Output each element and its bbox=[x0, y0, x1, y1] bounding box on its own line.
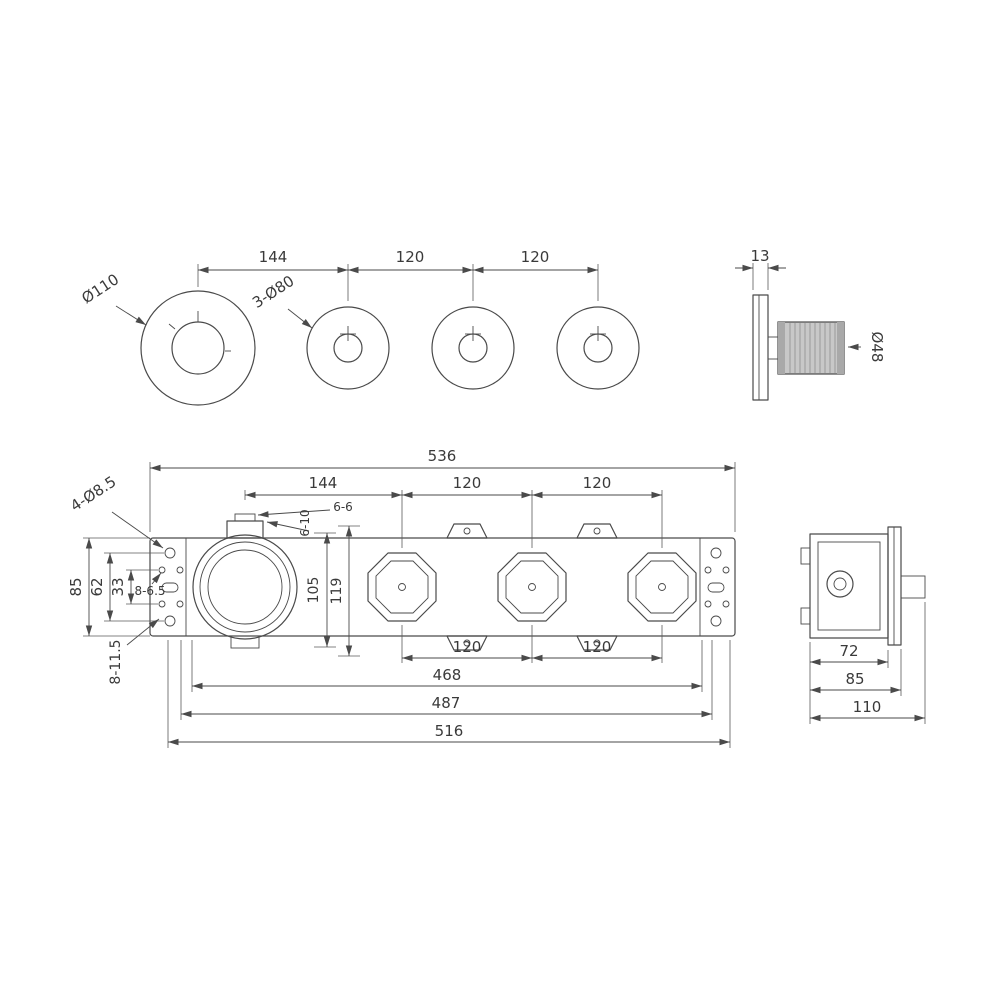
valve-body-1 bbox=[367, 552, 437, 622]
trim-knob-dia48-label: Ø48 bbox=[868, 332, 886, 363]
slots-8-11-5-label: 8-11.5 bbox=[108, 639, 124, 684]
depth-110-label: 110 bbox=[853, 698, 882, 716]
depth-72-label: 72 bbox=[839, 642, 858, 660]
depth-85-label: 85 bbox=[845, 670, 864, 688]
valve-stem-side bbox=[900, 575, 926, 599]
trim-spacing-144-label: 144 bbox=[259, 248, 288, 266]
body-spacing-144-label: 144 bbox=[309, 474, 338, 492]
port-tabs bbox=[446, 523, 618, 651]
trim-spacing-120b-label: 120 bbox=[521, 248, 550, 266]
trim-spacing-120a-label: 120 bbox=[396, 248, 425, 266]
trim-3dia80-label: 3-Ø80 bbox=[249, 272, 297, 312]
valve-box-side bbox=[809, 533, 889, 639]
trim-dia110-label: Ø110 bbox=[78, 270, 122, 307]
detail-6-6-label: 6-6 bbox=[333, 500, 353, 514]
small-holes-8-6-5-label: 8-6.5 bbox=[134, 584, 165, 598]
trim-front-view: 144 120 120 bbox=[78, 248, 640, 406]
thermostat-cartridge bbox=[192, 513, 298, 649]
body-side-view: 72 85 110 bbox=[800, 526, 926, 724]
span-516-label: 516 bbox=[435, 722, 464, 740]
body-width-536-label: 536 bbox=[428, 447, 457, 465]
thermostat-knob-front bbox=[140, 290, 256, 406]
detail-6-10-label: 6-10 bbox=[298, 509, 312, 536]
plaster-plate-side bbox=[887, 526, 902, 646]
hole-span-33-label: 33 bbox=[109, 577, 127, 596]
volume-knob-front-3 bbox=[556, 306, 640, 390]
hole-span-62-label: 62 bbox=[88, 577, 106, 596]
trim-knob-side bbox=[777, 321, 845, 375]
body-front-view: 536 144 120 120 6-6 6-10 85 62 33 8-6.5 bbox=[67, 447, 736, 748]
bottom-spacing-120d-label: 120 bbox=[583, 638, 612, 656]
left-endplate-holes bbox=[158, 547, 184, 627]
trim-flange-side bbox=[752, 294, 779, 401]
plate-height-85-label: 85 bbox=[67, 577, 85, 596]
mount-holes-4-dia8-5-label: 4-Ø8.5 bbox=[67, 472, 119, 515]
right-endplate-holes bbox=[704, 547, 730, 627]
body-spacing-120a-label: 120 bbox=[453, 474, 482, 492]
volume-knob-front-2 bbox=[431, 306, 515, 390]
body-height-105-label: 105 bbox=[306, 577, 322, 604]
mounting-plate bbox=[149, 537, 736, 637]
trim-depth-13-label: 13 bbox=[750, 247, 769, 265]
trim-side-view: 13 Ø48 bbox=[735, 247, 886, 401]
span-487-label: 487 bbox=[432, 694, 461, 712]
span-468-label: 468 bbox=[433, 666, 462, 684]
body-height-119-label: 119 bbox=[329, 578, 345, 605]
bottom-spacing-120c-label: 120 bbox=[453, 638, 482, 656]
valve-body-3 bbox=[627, 552, 697, 622]
volume-knob-front-1 bbox=[306, 306, 390, 390]
valve-body-2 bbox=[497, 552, 567, 622]
body-spacing-120b-label: 120 bbox=[583, 474, 612, 492]
